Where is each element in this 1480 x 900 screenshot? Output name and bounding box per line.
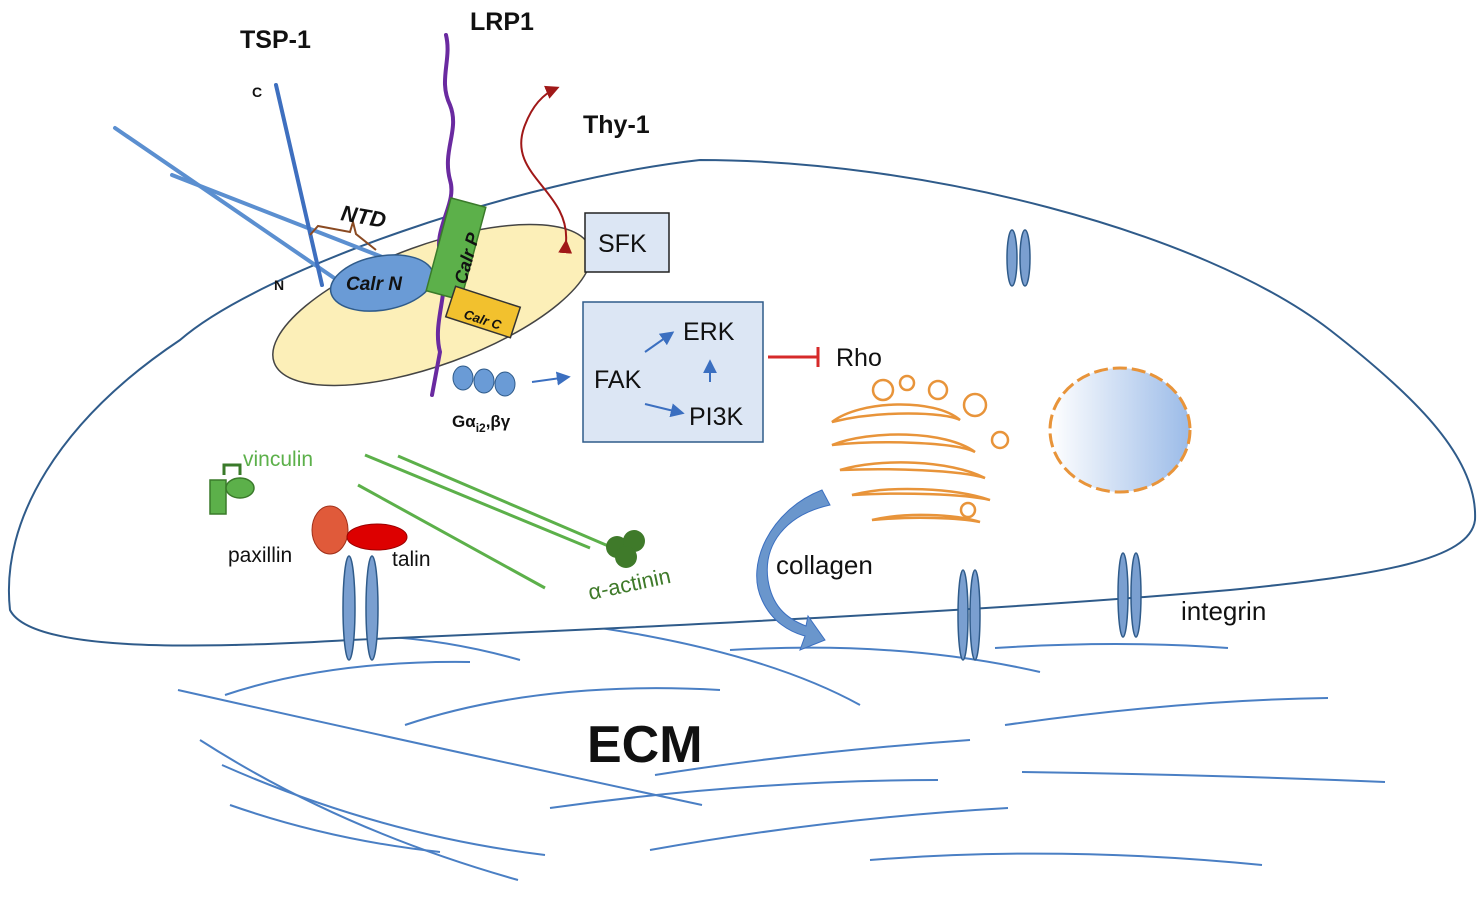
thy1-arrow <box>520 85 573 254</box>
signaling-arrows <box>531 331 717 418</box>
pi3k-label: PI3K <box>689 403 744 431</box>
collagen-label: collagen <box>776 550 873 580</box>
n-terminus-label: N <box>274 277 284 293</box>
talin-protein <box>346 523 408 551</box>
thy1-label: Thy-1 <box>583 111 650 139</box>
ntd-label: NTD <box>339 200 388 232</box>
sfk-box <box>584 212 670 273</box>
signaling-box <box>582 301 764 443</box>
paxillin-protein <box>311 505 349 555</box>
integrin-label: integrin <box>1181 596 1266 626</box>
collagen-secretion-arrow <box>756 489 831 651</box>
ecm-label: ECM <box>587 716 703 774</box>
tsp1-molecule <box>113 83 397 287</box>
tsp1-label: TSP-1 <box>240 26 311 54</box>
alpha-actinin-protein <box>606 530 645 568</box>
lrp1-label: LRP1 <box>470 8 534 36</box>
talin-label: talin <box>392 548 431 571</box>
vinculin-protein <box>209 463 255 515</box>
rho-inhibition <box>768 347 820 367</box>
ntd-bracket <box>309 218 377 251</box>
lrp1-receptor <box>430 33 456 397</box>
vinculin-label: vinculin <box>243 448 313 471</box>
golgi-apparatus <box>831 374 1010 524</box>
rho-label: Rho <box>836 344 882 372</box>
erk-label: ERK <box>683 318 735 346</box>
calr-p-domain <box>425 197 487 301</box>
sfk-label: SFK <box>598 230 647 258</box>
integrins <box>342 229 1142 661</box>
g-protein <box>452 365 516 397</box>
actin-fibers <box>357 453 614 590</box>
g-protein-label: Gαi2,βγ <box>452 412 511 435</box>
calr-n-label: Calr N <box>346 274 403 295</box>
fak-label: FAK <box>594 366 642 394</box>
calr-c-domain <box>444 285 522 339</box>
nucleus <box>1048 366 1192 494</box>
c-terminus-label: C <box>252 84 262 100</box>
paxillin-label: paxillin <box>228 544 292 567</box>
ecm-fibers <box>177 624 1386 881</box>
